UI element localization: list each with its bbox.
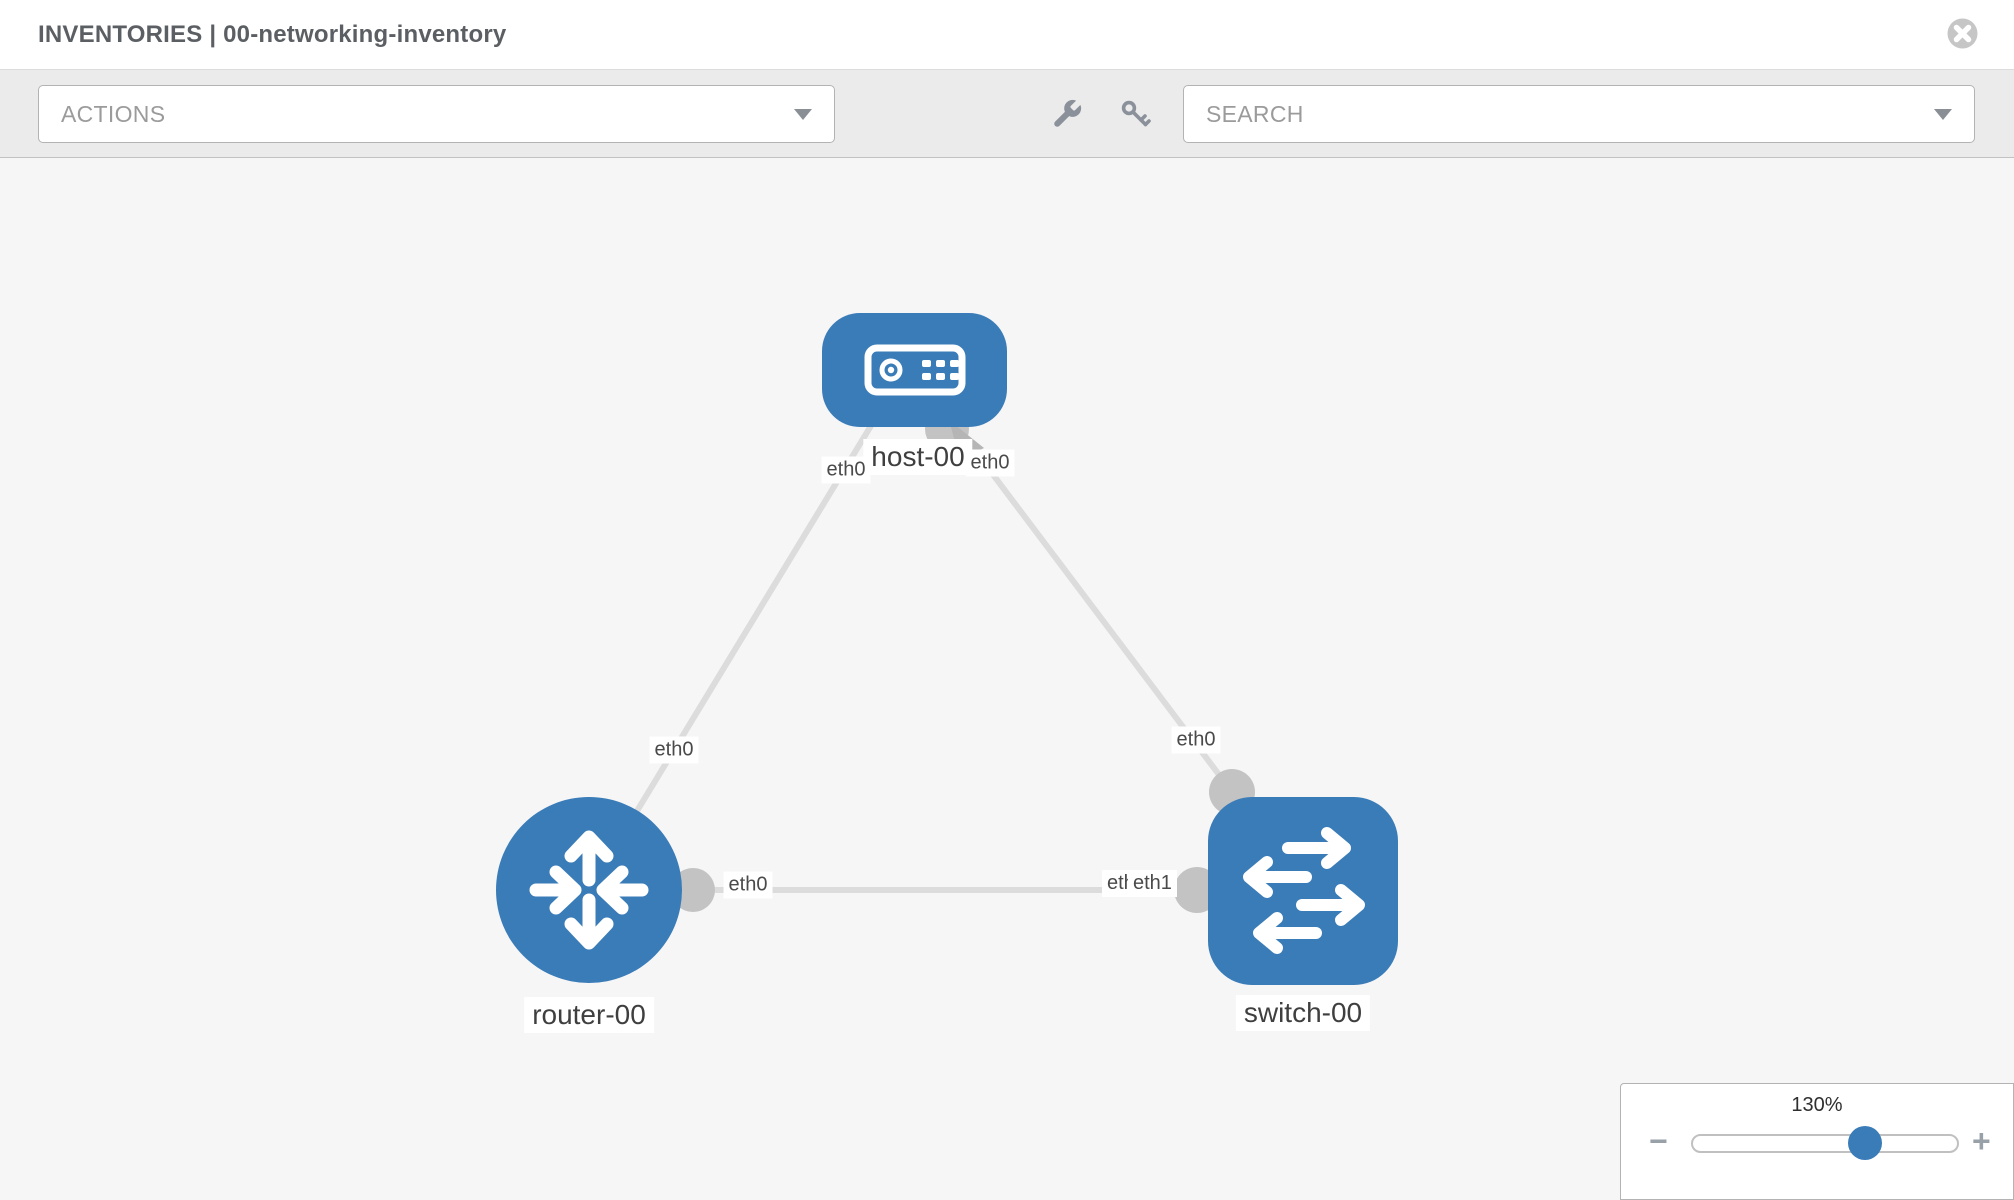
page-title: INVENTORIES | 00-networking-inventory — [38, 21, 507, 48]
switch-icon — [1243, 827, 1365, 954]
node-label-host: host-00 — [863, 439, 973, 475]
node-router-00[interactable] — [496, 797, 682, 983]
chevron-down-icon — [1934, 108, 1952, 120]
node-label-router: router-00 — [524, 997, 654, 1033]
search-dropdown-label: SEARCH — [1206, 100, 1304, 127]
router-icon — [529, 830, 649, 950]
close-button[interactable] — [1947, 18, 1978, 49]
toolbar: ACTIONS SEARCH — [0, 70, 2014, 158]
node-host-00[interactable] — [822, 313, 1007, 427]
key-icon — [1121, 100, 1151, 127]
search-dropdown[interactable]: SEARCH — [1183, 85, 1975, 143]
zoom-level-value: 130% — [1791, 1094, 1843, 1116]
node-label-switch: switch-00 — [1235, 995, 1371, 1031]
iface-label-router-to-host: eth0 — [649, 736, 699, 764]
configure-button[interactable] — [1050, 97, 1084, 131]
chevron-down-icon — [794, 108, 812, 120]
topology-canvas[interactable]: host-00 router-00 switch-00 eth0 eth0 et… — [0, 158, 2014, 1200]
links-layer — [586, 369, 1255, 913]
zoom-slider-thumb[interactable] — [1848, 1126, 1882, 1160]
key-button[interactable] — [1118, 97, 1152, 131]
port-router-right — [671, 868, 715, 912]
actions-dropdown[interactable]: ACTIONS — [38, 85, 835, 143]
iface-label-host-to-switch: eth0 — [965, 449, 1015, 477]
iface-label-host-to-router: eth0 — [821, 456, 871, 484]
wrench-icon — [1054, 99, 1082, 127]
host-icon — [864, 344, 966, 396]
node-switch-00[interactable] — [1208, 797, 1398, 985]
zoom-in-button[interactable]: + — [1972, 1123, 1991, 1159]
actions-dropdown-label: ACTIONS — [61, 100, 166, 127]
iface-label-router-to-switch: eth0 — [723, 871, 773, 899]
iface-label-switch-to-router: eth1 — [1128, 870, 1177, 897]
header-bar: INVENTORIES | 00-networking-inventory — [0, 0, 2014, 70]
iface-label-switch-to-host: eth0 — [1171, 726, 1221, 754]
close-icon — [1947, 18, 1978, 49]
zoom-control-panel: 130% − + — [1620, 1083, 2014, 1200]
zoom-out-button[interactable]: − — [1649, 1123, 1668, 1159]
zoom-slider-track[interactable] — [1691, 1134, 1959, 1153]
